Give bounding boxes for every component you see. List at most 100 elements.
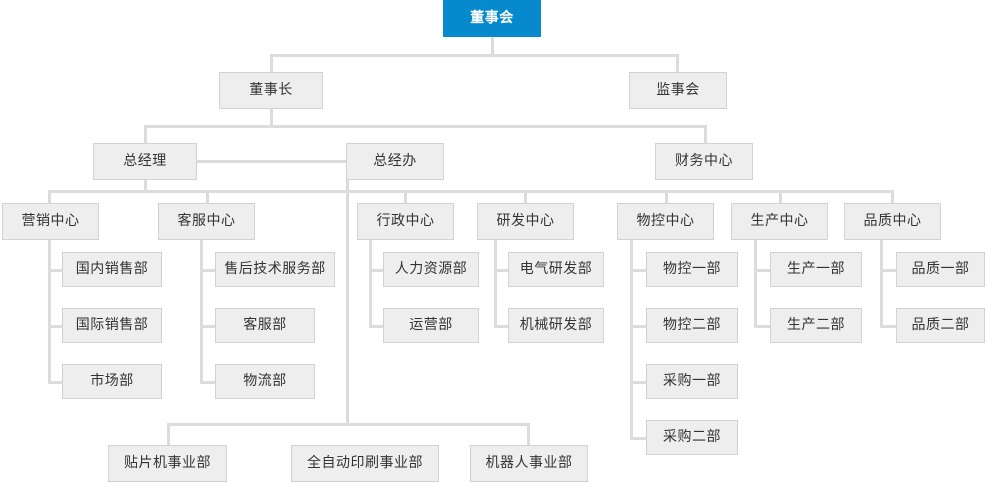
connector-marketing-child1 bbox=[48, 269, 62, 272]
node-marketing-center[interactable]: 营销中心 bbox=[2, 203, 99, 240]
connector-root-down bbox=[491, 37, 494, 54]
node-international-sales-label: 国际销售部 bbox=[75, 316, 149, 333]
connector-chairman-drop bbox=[270, 54, 273, 73]
node-operations-dept[interactable]: 运营部 bbox=[383, 308, 479, 343]
node-admin-center[interactable]: 行政中心 bbox=[357, 203, 454, 240]
node-chairman[interactable]: 董事长 bbox=[219, 72, 323, 109]
connector-quality-child2 bbox=[880, 325, 896, 328]
node-marketing-center-label: 营销中心 bbox=[21, 212, 80, 229]
connector-smt-drop bbox=[167, 423, 170, 445]
node-rd-center[interactable]: 研发中心 bbox=[477, 203, 574, 240]
connector-gm-to-gmoffice bbox=[196, 160, 347, 163]
node-production-dept-2[interactable]: 生产二部 bbox=[770, 308, 862, 343]
connector-service-child3 bbox=[200, 381, 215, 384]
node-purchase-dept-1-label: 采购一部 bbox=[663, 372, 721, 389]
connector-rd-drop bbox=[524, 190, 527, 204]
connector-admin-child1 bbox=[369, 269, 383, 272]
node-international-sales[interactable]: 国际销售部 bbox=[62, 308, 162, 343]
node-general-manager-label: 总经理 bbox=[123, 152, 167, 169]
node-quality-dept-1-label: 品质一部 bbox=[911, 260, 970, 277]
node-purchase-dept-2[interactable]: 采购二部 bbox=[646, 420, 738, 455]
node-material-center-label: 物控中心 bbox=[636, 212, 695, 229]
node-gm-office[interactable]: 总经办 bbox=[346, 143, 444, 180]
node-production-dept-2-label: 生产二部 bbox=[787, 316, 845, 333]
connector-admin-child2 bbox=[369, 325, 383, 328]
node-smt-division[interactable]: 贴片机事业部 bbox=[108, 445, 227, 482]
node-quality-center[interactable]: 品质中心 bbox=[844, 203, 941, 240]
node-material-dept-1[interactable]: 物控一部 bbox=[646, 252, 738, 287]
connector-material-child4 bbox=[630, 437, 646, 440]
node-purchase-dept-1[interactable]: 采购一部 bbox=[646, 364, 738, 399]
node-domestic-sales[interactable]: 国内销售部 bbox=[62, 252, 162, 287]
connector-service-spine bbox=[200, 239, 203, 383]
connector-material-child2 bbox=[630, 325, 646, 328]
connector-production-child2 bbox=[754, 325, 770, 328]
node-service-dept[interactable]: 客服部 bbox=[215, 308, 315, 343]
connector-finance-drop bbox=[704, 125, 707, 144]
connector-gm-drop bbox=[144, 125, 147, 144]
node-quality-dept-1[interactable]: 品质一部 bbox=[896, 252, 985, 287]
node-board[interactable]: 董事会 bbox=[443, 0, 541, 37]
node-service-dept-label: 客服部 bbox=[243, 316, 287, 333]
node-quality-dept-2-label: 品质二部 bbox=[911, 316, 970, 333]
node-operations-dept-label: 运营部 bbox=[409, 316, 453, 333]
connector-material-child1 bbox=[630, 269, 646, 272]
connector-gm-down bbox=[144, 179, 147, 193]
node-aftersales-tech-dept[interactable]: 售后技术服务部 bbox=[215, 252, 335, 287]
node-market-dept-label: 市场部 bbox=[90, 372, 134, 389]
node-gm-office-label: 总经办 bbox=[373, 152, 417, 169]
node-production-dept-1-label: 生产一部 bbox=[787, 260, 845, 277]
node-purchase-dept-2-label: 采购二部 bbox=[663, 428, 721, 445]
connector-material-spine bbox=[630, 239, 633, 439]
node-logistics-dept-label: 物流部 bbox=[243, 372, 287, 389]
connector-rd-spine bbox=[494, 239, 497, 327]
connector-level2-bar bbox=[144, 125, 707, 128]
node-market-dept[interactable]: 市场部 bbox=[62, 364, 162, 399]
connector-service-child2 bbox=[200, 325, 215, 328]
node-material-dept-2[interactable]: 物控二部 bbox=[646, 308, 738, 343]
connector-production-child1 bbox=[754, 269, 770, 272]
connector-quality-child1 bbox=[880, 269, 896, 272]
connector-marketing-child3 bbox=[48, 381, 62, 384]
node-aftersales-tech-dept-label: 售后技术服务部 bbox=[224, 260, 326, 277]
connector-marketing-drop bbox=[48, 190, 51, 204]
node-robot-division-label: 机器人事业部 bbox=[485, 454, 573, 471]
node-production-center[interactable]: 生产中心 bbox=[731, 203, 828, 240]
node-mechanical-rd-dept[interactable]: 机械研发部 bbox=[508, 308, 604, 343]
connector-chairman-down bbox=[270, 108, 273, 125]
node-quality-dept-2[interactable]: 品质二部 bbox=[896, 308, 985, 343]
node-printing-division[interactable]: 全自动印刷事业部 bbox=[291, 445, 439, 482]
node-material-center[interactable]: 物控中心 bbox=[617, 203, 714, 240]
node-robot-division[interactable]: 机器人事业部 bbox=[470, 445, 588, 482]
node-service-center-label: 客服中心 bbox=[177, 212, 236, 229]
connector-divisions-bar bbox=[167, 423, 530, 426]
node-material-dept-2-label: 物控二部 bbox=[663, 316, 721, 333]
node-general-manager[interactable]: 总经理 bbox=[93, 143, 197, 180]
node-finance-center-label: 财务中心 bbox=[675, 152, 733, 169]
connector-quality-drop bbox=[891, 190, 894, 204]
connector-quality-spine bbox=[880, 239, 883, 327]
connector-robot-drop bbox=[527, 423, 530, 445]
connector-service-child1 bbox=[200, 269, 215, 272]
node-finance-center[interactable]: 财务中心 bbox=[655, 143, 753, 180]
node-rd-center-label: 研发中心 bbox=[496, 212, 555, 229]
node-service-center[interactable]: 客服中心 bbox=[158, 203, 255, 240]
connector-gmoffice-long-down bbox=[346, 179, 349, 423]
node-chairman-label: 董事长 bbox=[249, 81, 293, 98]
connector-material-drop bbox=[665, 190, 668, 204]
connector-production-spine bbox=[754, 239, 757, 327]
connector-marketing-spine bbox=[48, 239, 51, 383]
node-logistics-dept[interactable]: 物流部 bbox=[215, 364, 315, 399]
connector-material-child3 bbox=[630, 381, 646, 384]
node-production-dept-1[interactable]: 生产一部 bbox=[770, 252, 862, 287]
node-supervisors[interactable]: 监事会 bbox=[629, 72, 727, 109]
node-hr-dept[interactable]: 人力资源部 bbox=[383, 252, 479, 287]
node-electrical-rd-dept[interactable]: 电气研发部 bbox=[508, 252, 604, 287]
connector-rd-child2 bbox=[494, 325, 508, 328]
node-hr-dept-label: 人力资源部 bbox=[394, 260, 468, 277]
node-domestic-sales-label: 国内销售部 bbox=[75, 260, 149, 277]
connector-admin-spine bbox=[369, 239, 372, 327]
node-board-label: 董事会 bbox=[470, 9, 514, 26]
connector-admin-drop bbox=[404, 190, 407, 204]
connector-supervisors-drop bbox=[676, 54, 679, 73]
